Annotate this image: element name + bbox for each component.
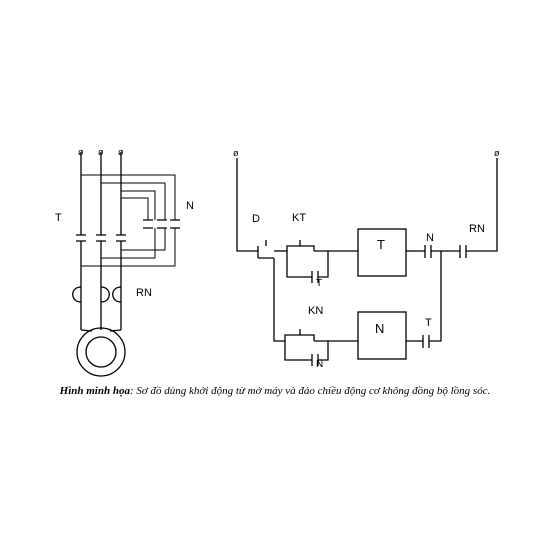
label-kn: KN: [308, 305, 323, 317]
coil-n-label: N: [375, 321, 384, 336]
figure-caption: Hình minh họa: Sơ đồ dùng khởi động từ m…: [0, 385, 550, 397]
start-button-kn: [284, 329, 358, 342]
contactor-n-bars: [143, 219, 180, 229]
label-contact-rn: RN: [469, 223, 485, 235]
motor-outer: [76, 327, 126, 377]
terminal-left: ø: [233, 148, 239, 158]
coil-n: [357, 311, 407, 360]
coil-t-label: T: [377, 237, 385, 252]
power-label-rn: RN: [136, 287, 152, 299]
thermal-relay-rn: [72, 286, 122, 303]
control-circuit: ø ø D KT T T N RN KN N N: [233, 148, 500, 370]
label-kn-n: N: [316, 359, 323, 370]
power-label-n: N: [186, 200, 194, 212]
caption-text: : Sơ đồ dùng khởi động từ mở máy và đảo …: [129, 385, 491, 397]
contact-n-upper: [418, 245, 456, 258]
label-kt-t: T: [316, 278, 322, 289]
power-label-t: T: [55, 212, 62, 224]
stop-button-d: [246, 240, 274, 259]
motor-inner: [85, 336, 117, 368]
terminal-right: ø: [494, 148, 500, 158]
contactor-n-wiring: [81, 174, 176, 267]
label-kt: KT: [292, 212, 306, 224]
contactor-t-bars: [76, 234, 126, 242]
start-button-kt: [286, 240, 358, 252]
power-circuit: ø ø ø T N RN: [55, 147, 194, 377]
caption-bold: Hình minh họa: [59, 385, 130, 397]
contact-rn: [456, 158, 498, 258]
label-contact-t: T: [425, 317, 432, 329]
contact-t-lower: [422, 251, 442, 348]
label-d: D: [252, 213, 260, 225]
label-contact-n: N: [426, 232, 434, 244]
coil-t: [357, 228, 407, 277]
